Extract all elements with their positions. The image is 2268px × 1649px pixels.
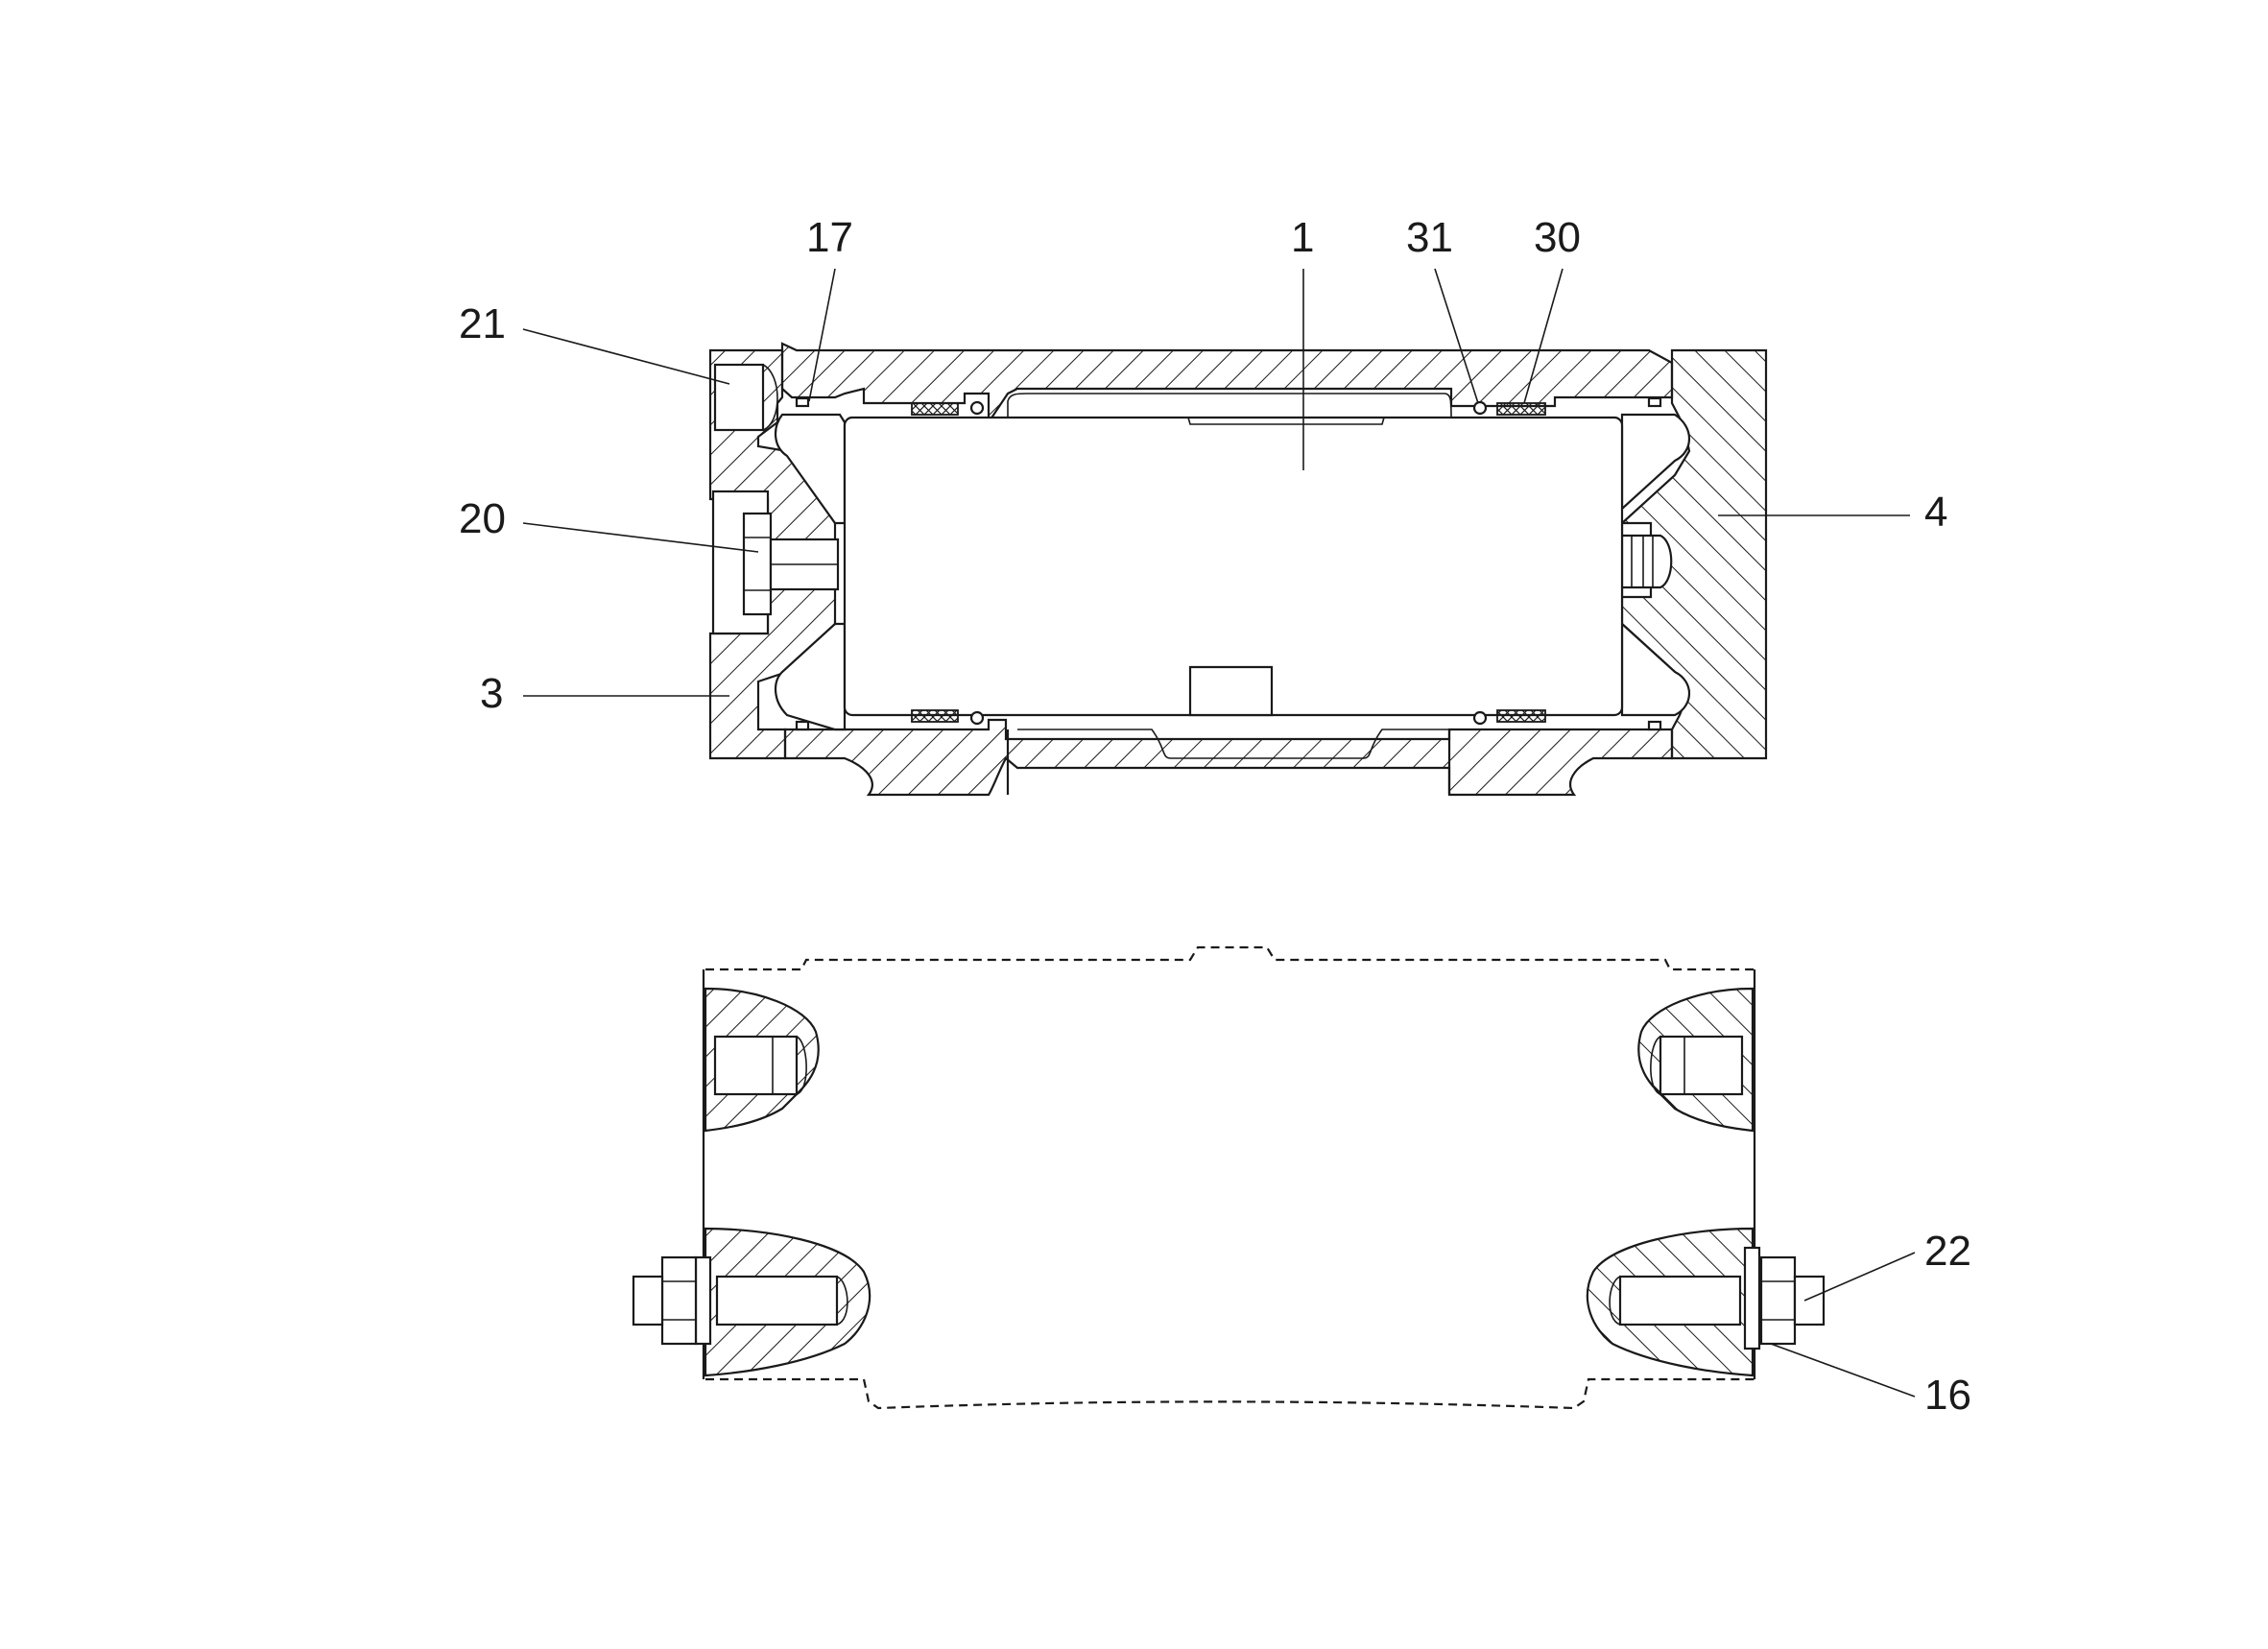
top-sectional-view <box>708 342 1768 797</box>
seal-20-ll <box>795 720 810 731</box>
callout-label-22: 16 <box>1924 1372 1971 1419</box>
oring-31-lr <box>1472 710 1488 726</box>
pin-upper-left <box>713 1035 799 1096</box>
roller-top-groove <box>1187 417 1385 425</box>
leader-22 <box>1770 1343 1916 1398</box>
bolt-end-lower-left <box>632 1275 664 1326</box>
roller-inner-top <box>1007 393 1452 418</box>
bottom-view <box>632 945 1826 1410</box>
callout-label-4: 4 <box>1924 489 1947 536</box>
leader-16 <box>522 522 759 553</box>
oring-31-ll <box>969 710 985 726</box>
seal-30-upper-left <box>911 402 959 416</box>
roller-bottom-lug <box>1188 665 1274 717</box>
oring-31-ur <box>1472 400 1488 416</box>
housing-lower-wall <box>783 718 1674 797</box>
callout-label-30: 30 <box>1534 214 1581 261</box>
seal-20-lr <box>1647 720 1662 731</box>
leader-20 <box>808 268 836 402</box>
oring-31-ul <box>969 400 985 416</box>
leader-30 <box>1523 268 1564 404</box>
seal-30-upper-right <box>1496 402 1546 416</box>
bolt-end-lower-right <box>1793 1275 1826 1326</box>
bottom-outline-top <box>705 945 1755 971</box>
nut-21 <box>1759 1255 1797 1346</box>
seal-30-lower-left <box>911 709 959 723</box>
callout-label-21: 22 <box>1924 1228 1971 1275</box>
seal-30-lower-right <box>1496 709 1546 723</box>
washer-22 <box>1743 1246 1761 1350</box>
right-shoulder-up <box>1620 413 1690 512</box>
bolt-shank-lower-right <box>1618 1275 1742 1326</box>
bottom-outline-bottom <box>705 1377 1755 1410</box>
right-pin <box>1620 534 1673 589</box>
leader-31 <box>1434 268 1479 404</box>
hex-bolt-16 <box>742 512 840 616</box>
bolt-shank-lower-left <box>715 1275 839 1326</box>
leader-17 <box>522 328 730 385</box>
roller-inner-bottom <box>1017 729 1449 759</box>
callout-label-16: 20 <box>459 495 506 542</box>
callout-label-3: 3 <box>480 670 503 717</box>
nut-lower-left <box>660 1255 698 1346</box>
seal-20-ur <box>1647 396 1662 408</box>
pin-upper-right <box>1659 1035 1744 1096</box>
callout-label-17: 21 <box>459 300 506 347</box>
callout-label-31: 31 <box>1406 214 1453 261</box>
seal-20-ul <box>795 396 810 408</box>
leader-21 <box>1803 1252 1916 1302</box>
callouts: 17 1 31 30 21 20 3 4 22 16 <box>459 214 1971 1419</box>
washer-lower-left <box>694 1255 712 1346</box>
right-shoulder-low <box>1620 621 1690 717</box>
callout-label-1: 1 <box>1291 214 1314 261</box>
callout-label-20: 17 <box>806 214 853 261</box>
plug-17 <box>713 363 778 432</box>
